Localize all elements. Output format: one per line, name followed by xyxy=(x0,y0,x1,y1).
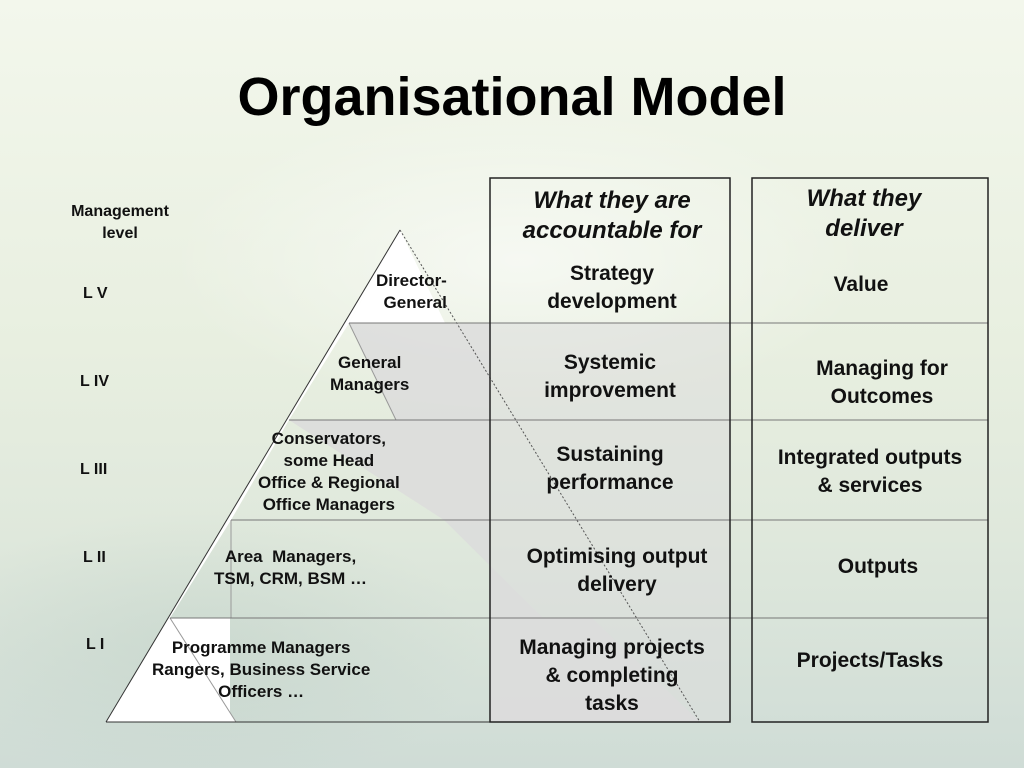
accountable-grey-bg xyxy=(490,323,730,722)
deliver-cell-3: Integrated outputs & services xyxy=(777,446,963,497)
accountable-cell-2: Optimising output delivery xyxy=(526,545,708,596)
management-level-label: Management level xyxy=(71,203,169,242)
pyramid-apex xyxy=(349,230,445,323)
pyramid-l1-white xyxy=(106,618,236,722)
deliver-cell-2: Outputs xyxy=(837,555,919,578)
level-label-5: L V xyxy=(83,285,108,302)
page-title: Organisational Model xyxy=(237,67,787,127)
pyramid-label-general-managers: General Managers xyxy=(330,353,410,394)
deliver-cell-4: Managing for Outcomes xyxy=(816,357,948,408)
level-label-2: L II xyxy=(83,549,106,566)
level-label-1: L I xyxy=(86,636,105,653)
pyramid-inner-1 xyxy=(169,617,237,723)
level-label-4: L IV xyxy=(80,373,110,390)
pyramid-label-conservators: Conservators, some Head Office & Regiona… xyxy=(258,429,400,514)
accountable-column-frame xyxy=(489,177,731,723)
deliver-column-frame xyxy=(751,177,989,723)
deliver-header: What they deliver xyxy=(806,185,922,242)
deliver-cell-1: Projects/Tasks xyxy=(796,649,944,672)
accountable-cell-1: Managing projects & completing tasks xyxy=(519,636,705,715)
deliver-cell-5: Value xyxy=(833,273,889,296)
pyramid-label-programme-managers: Programme Managers Rangers, Business Ser… xyxy=(152,638,371,701)
band-level-3 xyxy=(289,420,490,520)
accountable-cell-3: Sustaining performance xyxy=(546,443,674,494)
pyramid-left-edge xyxy=(105,229,401,723)
accountable-header: What they are accountable for xyxy=(522,187,702,244)
pyramid-inner-4 xyxy=(348,322,397,421)
accountable-cell-4: Systemic improvement xyxy=(544,351,676,402)
pyramid-label-area-managers: Area Managers, TSM, CRM, BSM … xyxy=(214,547,367,588)
pyramid-label-director-general: Director- General xyxy=(376,271,447,312)
pyramid-right-edge xyxy=(399,229,701,723)
level-label-3: L III xyxy=(80,461,108,478)
accountable-cell-5: Strategy development xyxy=(547,262,677,313)
